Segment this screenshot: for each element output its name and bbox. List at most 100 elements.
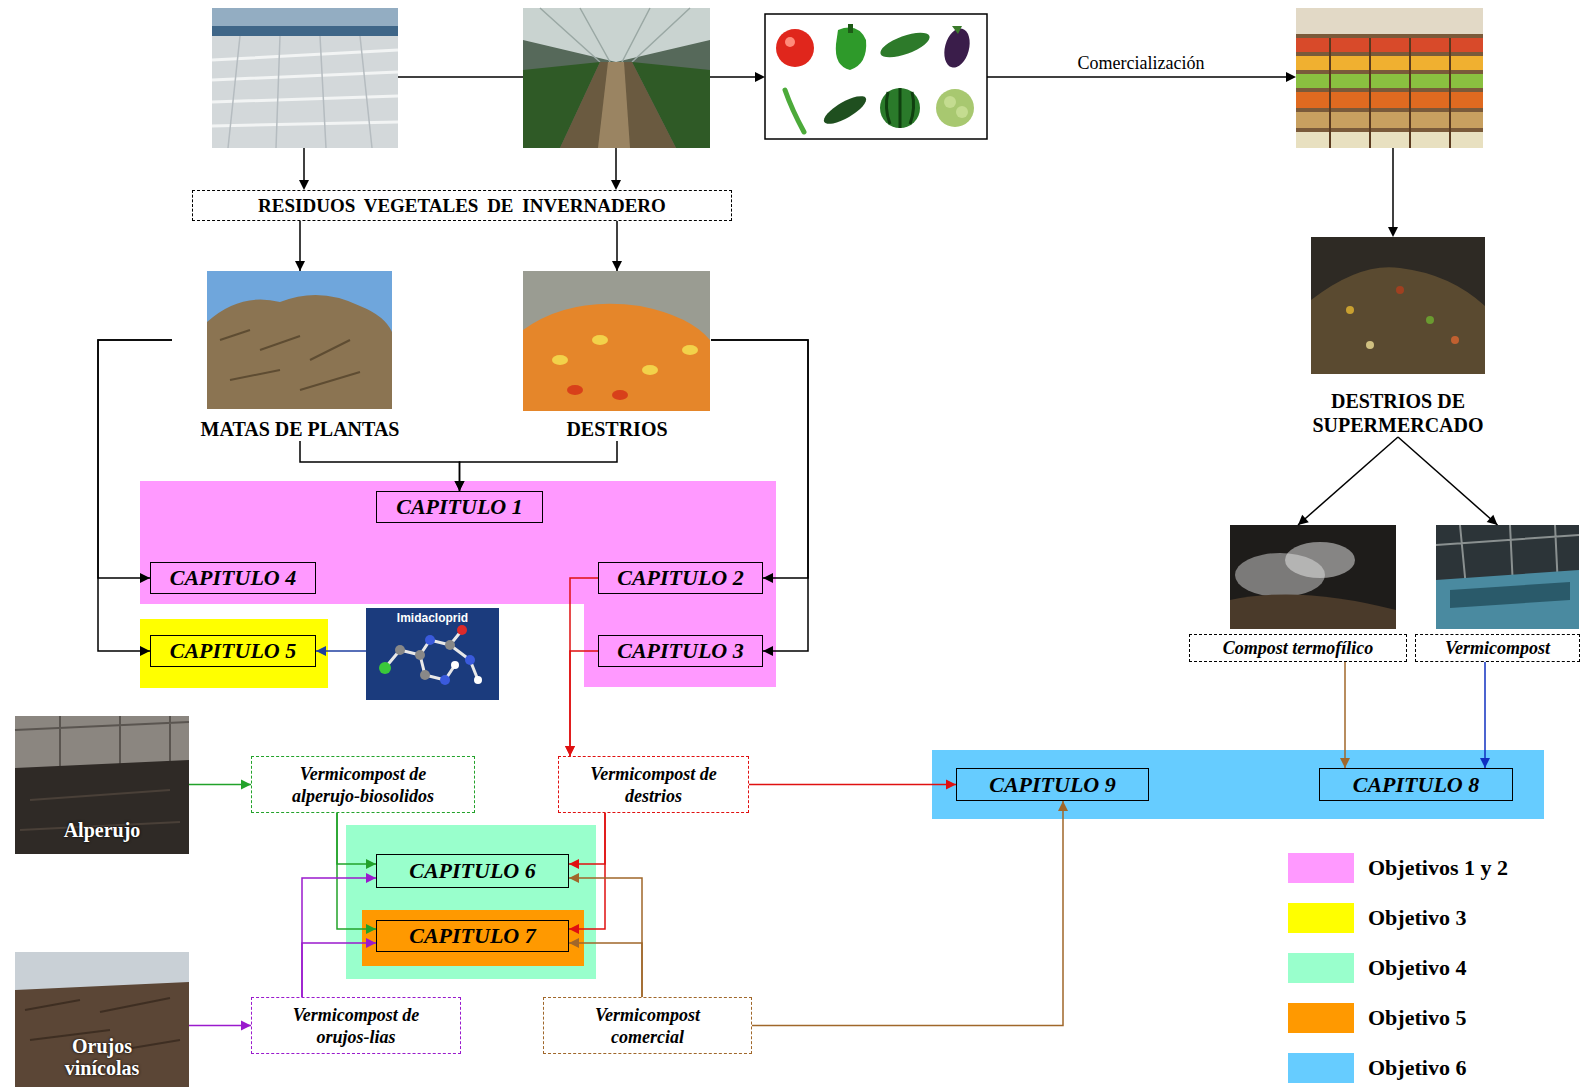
connector-line bbox=[569, 878, 642, 997]
arrow-head bbox=[366, 873, 376, 883]
dashed-box: Vermicompost de alperujo-biosolidos bbox=[251, 756, 475, 813]
legend-text: Objetivos 1 y 2 bbox=[1368, 855, 1508, 881]
legend-text: Objetivo 5 bbox=[1368, 1005, 1466, 1031]
arrow-head bbox=[612, 261, 622, 271]
supermarket-waste-photo bbox=[1311, 237, 1485, 374]
supermarket-waste-photo-part bbox=[1346, 306, 1354, 314]
arrow-head bbox=[565, 746, 575, 756]
vegetables-picture-part bbox=[765, 14, 987, 139]
greenhouse-interior-photo-part bbox=[540, 8, 690, 62]
arrow-head bbox=[455, 481, 465, 491]
arrow-head bbox=[1487, 515, 1498, 525]
arrow-head bbox=[569, 924, 579, 934]
olive-pomace-photo-part bbox=[15, 716, 189, 854]
flow-lines-part bbox=[398, 76, 523, 78]
objective-regions bbox=[140, 481, 1544, 979]
arrow-head bbox=[569, 938, 579, 948]
vermicompost-photo-part bbox=[1450, 582, 1570, 608]
photo-node: Vermicompost bbox=[1415, 525, 1580, 662]
dashed-box: Vermicompost comercial bbox=[543, 997, 752, 1054]
vegetables-picture-part bbox=[952, 26, 962, 34]
region-objective-4 bbox=[346, 825, 596, 979]
connector bbox=[569, 938, 642, 997]
legend-swatch bbox=[1288, 1053, 1354, 1083]
chapter-box: CAPITULO 3 bbox=[598, 635, 763, 667]
chapter-box: CAPITULO 8 bbox=[1319, 768, 1513, 801]
node-text: CAPITULO 4 bbox=[170, 565, 297, 591]
imidacloprid-molecule-part bbox=[445, 640, 455, 650]
molecule-node: Imidacloprid bbox=[366, 608, 499, 700]
arrow-head bbox=[366, 924, 376, 934]
flow-lines-part bbox=[987, 76, 1288, 78]
vermicompost-photo bbox=[1436, 525, 1579, 629]
node-text: CAPITULO 5 bbox=[170, 638, 297, 664]
connector bbox=[337, 813, 376, 934]
legend-swatch bbox=[1288, 853, 1354, 883]
flow-lines-part bbox=[1388, 227, 1398, 237]
imidacloprid-molecule-part bbox=[415, 650, 425, 660]
connector-line bbox=[98, 340, 172, 578]
grape-pomace-photo-part bbox=[15, 952, 189, 1087]
legend-swatch bbox=[1288, 903, 1354, 933]
vegetables-picture-part bbox=[776, 29, 814, 67]
connector-line bbox=[1344, 662, 1346, 768]
connector bbox=[302, 873, 376, 997]
rejected-produce-photo-part bbox=[682, 345, 698, 355]
node-text: Vermicompost de alperujo-biosolidos bbox=[271, 763, 456, 807]
connector-line bbox=[711, 340, 808, 651]
grape-pomace-photo-part bbox=[15, 982, 189, 1087]
vegetables-picture-part bbox=[944, 96, 956, 108]
region-objective-3 bbox=[140, 619, 328, 688]
connector bbox=[295, 221, 305, 271]
vegetables-picture-part bbox=[836, 28, 866, 70]
connector bbox=[300, 441, 465, 491]
vermicompost-photo-part bbox=[1436, 570, 1579, 629]
arrow-head bbox=[366, 938, 376, 948]
connector bbox=[569, 873, 642, 997]
rejected-produce-photo-part bbox=[523, 271, 710, 411]
arrow-head bbox=[565, 746, 575, 756]
vegetables-picture-part bbox=[886, 88, 913, 128]
connector-line bbox=[1398, 437, 1498, 525]
arrow-head bbox=[140, 646, 150, 656]
photo-node: Alperujo bbox=[15, 716, 189, 854]
vegetables-picture-part bbox=[940, 26, 974, 71]
flow-lines-part bbox=[299, 180, 309, 190]
legend-row: Objetivo 6 bbox=[1288, 1053, 1466, 1083]
imidacloprid-molecule-part bbox=[440, 675, 450, 685]
arrow-head bbox=[569, 859, 579, 869]
rejected-produce-photo-part bbox=[552, 355, 568, 365]
connector bbox=[98, 340, 172, 656]
photo-node: Compost termofílico bbox=[1189, 525, 1407, 662]
rejected-produce-photo-part bbox=[592, 335, 608, 345]
connector-line bbox=[337, 813, 376, 929]
node-text: CAPITULO 2 bbox=[617, 565, 744, 591]
supermarket-photo-part bbox=[1296, 38, 1483, 52]
connector bbox=[565, 651, 598, 756]
region-objective-6 bbox=[932, 750, 1544, 819]
chapter-box: CAPITULO 4 bbox=[150, 562, 316, 594]
legend-row: Objetivo 5 bbox=[1288, 1003, 1466, 1033]
imidacloprid-molecule-part bbox=[420, 670, 430, 680]
greenhouse-interior-photo-part bbox=[523, 8, 710, 62]
greenhouse-interior-photo-part bbox=[560, 62, 676, 148]
node-text: Vermicompost comercial bbox=[580, 1004, 715, 1048]
thermophilic-compost-photo bbox=[1230, 525, 1396, 629]
supermarket-waste-photo-part bbox=[1426, 316, 1434, 324]
flow-lines-part bbox=[615, 148, 617, 182]
node-text: RESIDUOS VEGETALES DE INVERNADERO bbox=[258, 195, 666, 217]
legend-row: Objetivos 1 y 2 bbox=[1288, 853, 1508, 883]
arrow-head bbox=[763, 573, 773, 583]
imidacloprid-molecule-part bbox=[366, 608, 499, 700]
connector bbox=[752, 801, 1068, 1026]
connector bbox=[337, 813, 376, 869]
node-text: Vermicompost de destrios bbox=[574, 763, 734, 807]
greenhouse-aerial-photo-part bbox=[228, 36, 372, 148]
vegetables-picture-part bbox=[785, 37, 795, 47]
thermophilic-compost-photo-part bbox=[1285, 542, 1355, 578]
node-text: CAPITULO 6 bbox=[409, 858, 536, 884]
vegetables-picture-part bbox=[877, 28, 932, 63]
connector-line bbox=[711, 340, 808, 578]
arrow-head bbox=[295, 261, 305, 271]
legend-row: Objetivo 4 bbox=[1288, 953, 1466, 983]
